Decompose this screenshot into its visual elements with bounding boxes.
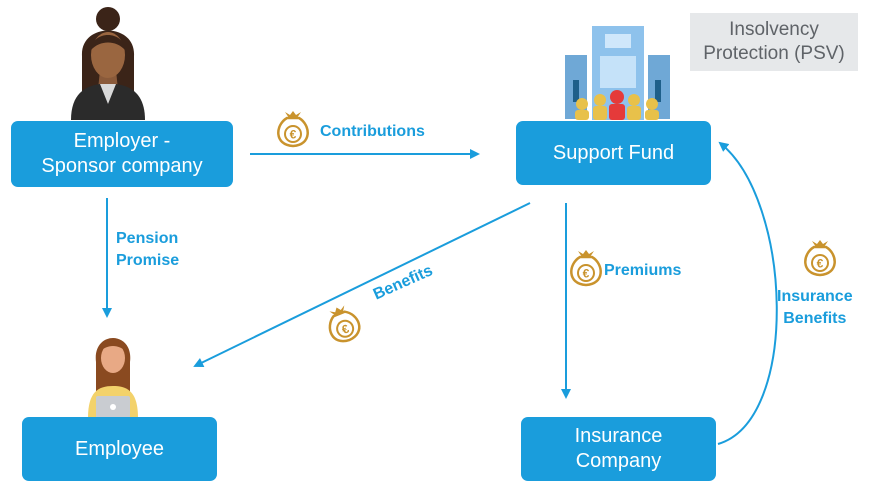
businesswoman-icon <box>71 7 145 120</box>
employer-box: Employer - Sponsor company <box>11 121 233 187</box>
cropped-title <box>0 0 520 8</box>
money-bag-euro-icon <box>277 109 309 148</box>
arrow-benefits <box>193 202 531 367</box>
employee-laptop-icon <box>88 338 138 418</box>
money-bag-euro-icon <box>804 238 836 277</box>
arrow-insurance-benefits <box>717 141 778 445</box>
employee-box: Employee <box>22 417 217 481</box>
pension-promise-label: Pension Promise <box>116 230 180 269</box>
psv-box: Insolvency Protection (PSV) <box>690 13 858 71</box>
people-group-icon <box>575 90 659 120</box>
contributions-label: Contributions <box>320 123 425 140</box>
insurance-company-box: Insurance Company <box>521 417 716 481</box>
premiums-label: Premiums <box>604 262 682 279</box>
money-bag-euro-icon <box>570 248 602 287</box>
money-bag-euro-icon <box>321 300 365 347</box>
support-fund-box: Support Fund <box>516 121 711 185</box>
insurance-benefits-label: Insurance Benefits <box>777 288 853 327</box>
